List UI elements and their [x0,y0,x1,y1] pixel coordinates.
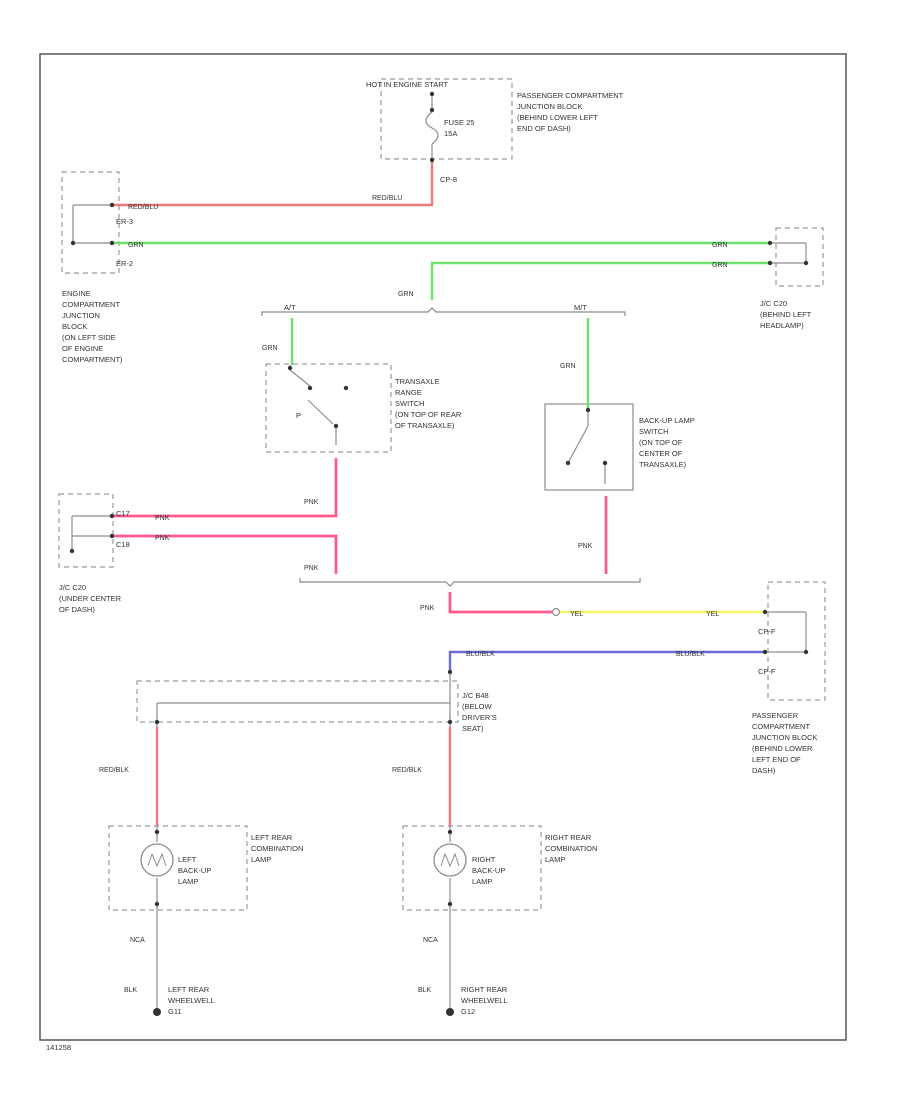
c17-connector-label: C17 [116,509,130,518]
right-combo-lamp-box [402,825,542,911]
left-combo-lamp-box [108,825,248,911]
jc-seat-label: J/C B48 (BELOW DRIVER'S SEAT) [462,691,499,733]
pnk-label-dash-3: PNK [304,565,319,572]
left-ground-icon [153,1008,161,1016]
c18-connector-label: C18 [116,540,130,549]
hot-in-label: HOT IN ENGINE START [366,80,449,89]
backup-switch-label: BACK-UP LAMP SWITCH (ON TOP OF CENTER OF… [639,416,697,469]
cpf-connector-label-a: CP-F [758,627,776,636]
blu-blk-wire [448,650,765,672]
jc-dash-box [58,493,114,568]
grn-label-at: GRN [262,345,278,352]
pnk-wire-dash [112,534,338,574]
left-ground-label: LEFT REAR WHEELWELL G11 [168,985,216,1016]
red-blu-label-left: RED/BLU [128,204,158,211]
right-bulb-label: RIGHT BACK-UP LAMP [472,855,507,886]
red-blk-label-right: RED/BLK [392,767,422,774]
at-label: A/T [284,303,296,312]
grn-label-mt: GRN [560,363,576,370]
pcjb-bottom-label: PASSENGER COMPARTMENT JUNCTION BLOCK (BE… [752,711,820,775]
pnk-label-dash-1: PNK [155,515,170,522]
pcjb-top-box [380,78,513,160]
nca-label-right: NCA [423,937,438,944]
right-bulb-icon [433,843,467,877]
grn-label-left: GRN [128,242,144,249]
ecjb-label: ENGINE COMPARTMENT JUNCTION BLOCK (ON LE… [62,289,123,364]
left-bulb-icon [140,843,174,877]
pcjb-top-label: PASSENGER COMPARTMENT JUNCTION BLOCK (BE… [517,91,625,133]
blk-label-right: BLK [418,987,432,994]
transaxle-range-label: TRANSAXLE RANGE SWITCH (ON TOP OF REAR O… [395,377,463,430]
grn-label-center: GRN [398,291,414,298]
p-position-label: P [296,411,301,420]
right-combo-lamp-label: RIGHT REAR COMBINATION LAMP [545,833,599,864]
figure-id-label: 141258 [46,1043,71,1052]
grn-label-right-2: GRN [712,262,728,269]
inline-connector [551,607,561,617]
jc-seat-box [136,680,459,723]
nca-label-left: NCA [130,937,145,944]
fuse-label: FUSE 25 15A [444,118,477,138]
cp8-connector-label: CP-8 [440,175,457,184]
grn-label-right: GRN [712,242,728,249]
yel-label-right: YEL [706,611,719,618]
pnk-label-dash-2: PNK [155,535,170,542]
pnk-wire-switch [112,458,338,518]
transaxle-range-switch-box [265,363,392,453]
junction-dots [69,91,809,907]
diagram-frame [39,53,847,1041]
colored-wires [112,160,770,826]
left-bulb-label: LEFT BACK-UP LAMP [178,855,213,886]
red-blk-label-left: RED/BLK [99,767,129,774]
internal-gray-wires [71,94,807,1010]
jc-headlamp-box [775,227,824,287]
red-blu-wire [112,160,434,207]
cpf-connector-label-b: CP-F [758,667,776,676]
mt-label: M/T [574,303,587,312]
yel-label-left: YEL [570,611,583,618]
backup-lamp-switch-box [544,403,634,491]
blk-label-left: BLK [124,987,138,994]
jc-headlamp-label: J/C C20 (BEHIND LEFT HEADLAMP) [760,299,813,330]
pnk-wire-lower [448,592,552,614]
right-ground-icon [446,1008,454,1016]
blu-blk-label-left: BLU/BLK [466,651,495,658]
pnk-label-lower: PNK [420,605,435,612]
red-blu-label-right: RED/BLU [372,195,402,202]
ecjb-box [61,171,120,274]
pcjb-bottom-box [767,581,826,701]
er2-connector-label: ER-2 [116,259,133,268]
pnk-label-backup: PNK [578,543,593,550]
blu-blk-label-right: BLU/BLK [676,651,705,658]
grn-wire-branch [430,261,770,300]
jc-dash-label: J/C C20 (UNDER CENTER OF DASH) [59,583,123,614]
er3-connector-label: ER-3 [116,217,133,226]
pnk-label-switch: PNK [304,499,319,506]
left-combo-lamp-label: LEFT REAR COMBINATION LAMP [251,833,305,864]
right-ground-label: RIGHT REAR WHEELWELL G12 [461,985,509,1016]
